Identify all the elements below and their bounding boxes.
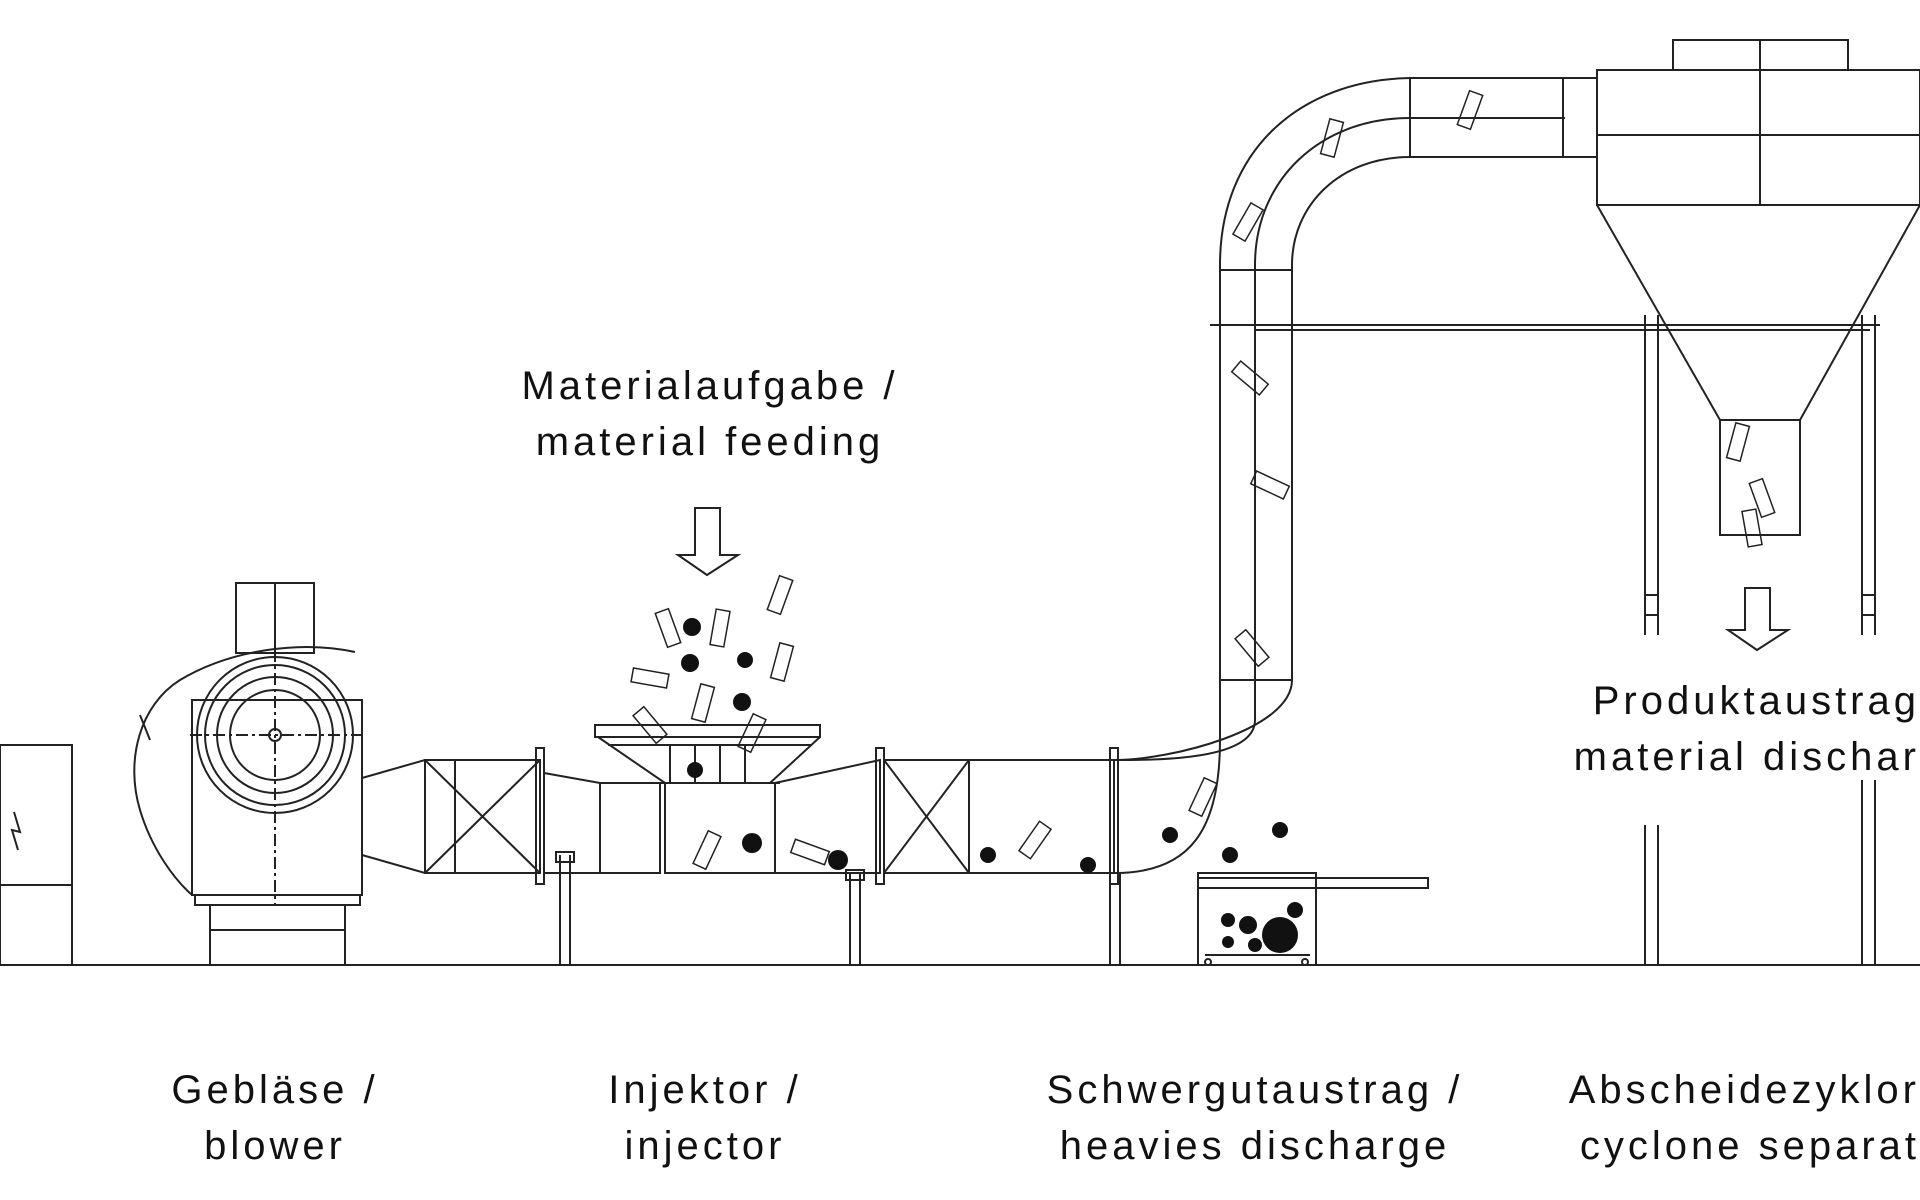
label-cyclone-separator-de: Abscheidezyklor bbox=[1568, 1068, 1920, 1112]
label-material-feeding-en: material feeding bbox=[535, 420, 885, 464]
label-cyclone-separator-en: cyclone separat bbox=[1579, 1124, 1920, 1168]
label-cyclone-separator: Abscheidezyklor cyclone separat bbox=[1530, 1062, 1920, 1174]
control-cabinet bbox=[0, 744, 73, 966]
label-injector: Injektor / injector bbox=[560, 1062, 850, 1174]
label-heavies-discharge-en: heavies discharge bbox=[1059, 1124, 1451, 1168]
label-heavies-discharge: Schwergutaustrag / heavies discharge bbox=[1010, 1062, 1500, 1174]
label-product-discharge-de: Produktaustrag bbox=[1592, 679, 1920, 723]
particles bbox=[630, 89, 1776, 953]
label-blower-de: Gebläse / bbox=[171, 1068, 379, 1112]
label-heavies-discharge-de: Schwergutaustrag / bbox=[1046, 1068, 1464, 1112]
discharge-arrow-icon bbox=[1724, 587, 1792, 652]
feed-arrow-icon bbox=[674, 507, 742, 577]
heavies-discharge-box bbox=[1197, 872, 1429, 966]
horizontal-duct bbox=[361, 747, 1121, 965]
riser-pipe bbox=[1114, 77, 1880, 874]
label-injector-en: injector bbox=[624, 1124, 786, 1168]
label-material-feeding: Materialaufgabe / material feeding bbox=[460, 358, 960, 470]
label-material-feeding-de: Materialaufgabe / bbox=[521, 364, 899, 408]
injector bbox=[594, 724, 821, 874]
label-blower-en: blower bbox=[204, 1124, 346, 1168]
label-product-discharge: Produktaustrag material dischar bbox=[1515, 673, 1920, 785]
cyclone-separator bbox=[1596, 39, 1920, 965]
label-injector-de: Injektor / bbox=[608, 1068, 802, 1112]
label-product-discharge-en: material dischar bbox=[1573, 735, 1920, 779]
blower bbox=[133, 582, 365, 966]
label-blower: Gebläse / blower bbox=[135, 1062, 415, 1174]
